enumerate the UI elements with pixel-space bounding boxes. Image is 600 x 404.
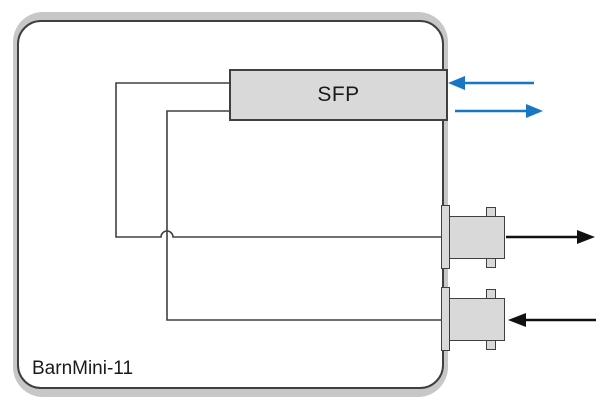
bayonet-pin-icon [486, 258, 496, 268]
bnc-connector-top [441, 205, 511, 271]
bayonet-pin-icon [486, 340, 496, 350]
wire-bnc-bottom-to-sfp [166, 110, 452, 321]
sfp-module: SFP [229, 69, 448, 121]
bnc-body [449, 216, 505, 259]
sfp-output-arrowhead-icon [526, 104, 543, 118]
sfp-module-label: SFP [317, 83, 360, 106]
device-label: BarnMini-11 [32, 358, 134, 379]
wire-sfp-to-bnc-top [115, 82, 452, 238]
bnc-bottom-input-arrowhead-icon [508, 313, 526, 327]
sfp-input-arrowhead-icon [448, 76, 465, 90]
bnc-body [449, 298, 505, 341]
bnc-connector-bottom [441, 287, 511, 353]
bnc-top-output-arrowhead-icon [577, 230, 595, 244]
